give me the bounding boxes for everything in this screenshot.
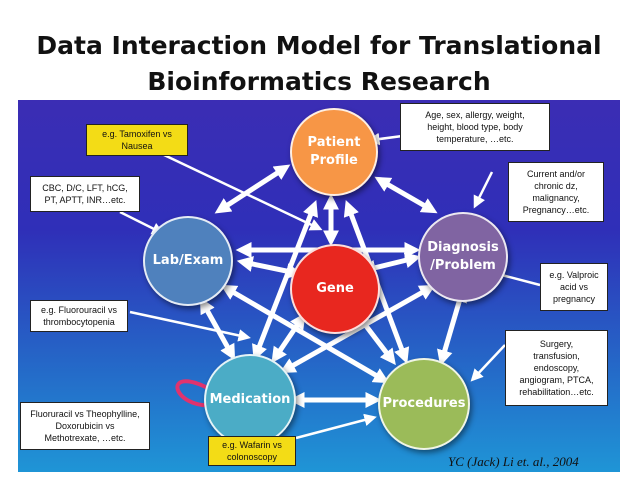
medication-self-loop-arrow: [175, 379, 223, 414]
note-valproic-pregnancy: e.g. Valproic acid vs pregnancy: [540, 263, 608, 311]
node-gene-label: Gene: [316, 281, 354, 296]
citation: YC (Jack) Li et. al., 2004: [448, 454, 579, 469]
node-gene[interactable]: Gene: [290, 244, 380, 334]
node-patient-profile-label: Patient Profile: [307, 135, 361, 168]
node-procedures-label: Procedures: [382, 396, 466, 411]
connector-lab-note: [119, 210, 165, 235]
node-procedures[interactable]: Procedures: [378, 358, 470, 450]
note-patient-profile: Age, sex, allergy, weight, height, blood…: [400, 103, 550, 151]
node-medication[interactable]: Medication: [204, 354, 296, 446]
node-patient-profile[interactable]: Patient Profile: [290, 108, 378, 196]
connector-procedures-note: [470, 344, 506, 382]
node-diagnosis-problem[interactable]: Diagnosis /Problem: [418, 212, 508, 302]
connector-wafarin: [295, 413, 377, 440]
note-diagnosis: Current and/or chronic dz, malignancy, P…: [508, 162, 604, 222]
node-lab-exam-label: Lab/Exam: [152, 253, 224, 268]
arrow-lab-patient: [214, 164, 291, 214]
title-line-1: Data Interaction Model for Translational: [36, 31, 602, 60]
connector-tamoxifen: [142, 143, 323, 231]
note-lab-exam: CBC, D/C, LFT, hCG, PT, APTT, INR…etc.: [30, 176, 140, 212]
node-medication-label: Medication: [209, 392, 291, 407]
note-fluorouracil-thrombocytopenia: e.g. Fluorouracil vs thrombocytopenia: [30, 300, 128, 332]
connector-fluorouracil: [129, 310, 251, 342]
note-tamoxifen-nausea: e.g. Tamoxifen vs Nausea: [86, 124, 188, 156]
arrow-patient-diagnosis: [374, 176, 438, 214]
node-diagnosis-label: Diagnosis /Problem: [427, 240, 499, 273]
arrow-medication-diagnosis: [279, 284, 436, 374]
connector-diagnosis-note: [473, 171, 494, 209]
note-procedures: Surgery, transfusion, endoscopy, angiogr…: [505, 330, 608, 406]
note-wafarin-colonoscopy: e.g. Wafarin vs colonoscopy: [208, 436, 296, 466]
node-lab-exam[interactable]: Lab/Exam: [143, 216, 233, 306]
diagram-title: Data Interaction Model for Translational…: [0, 28, 638, 100]
note-drug-interactions: Fluoruracil vs Theophylline, Doxorubicin…: [20, 402, 150, 450]
arrow-diagnosis-procedures: [437, 285, 467, 367]
title-line-2: Bioinformatics Research: [147, 67, 491, 96]
